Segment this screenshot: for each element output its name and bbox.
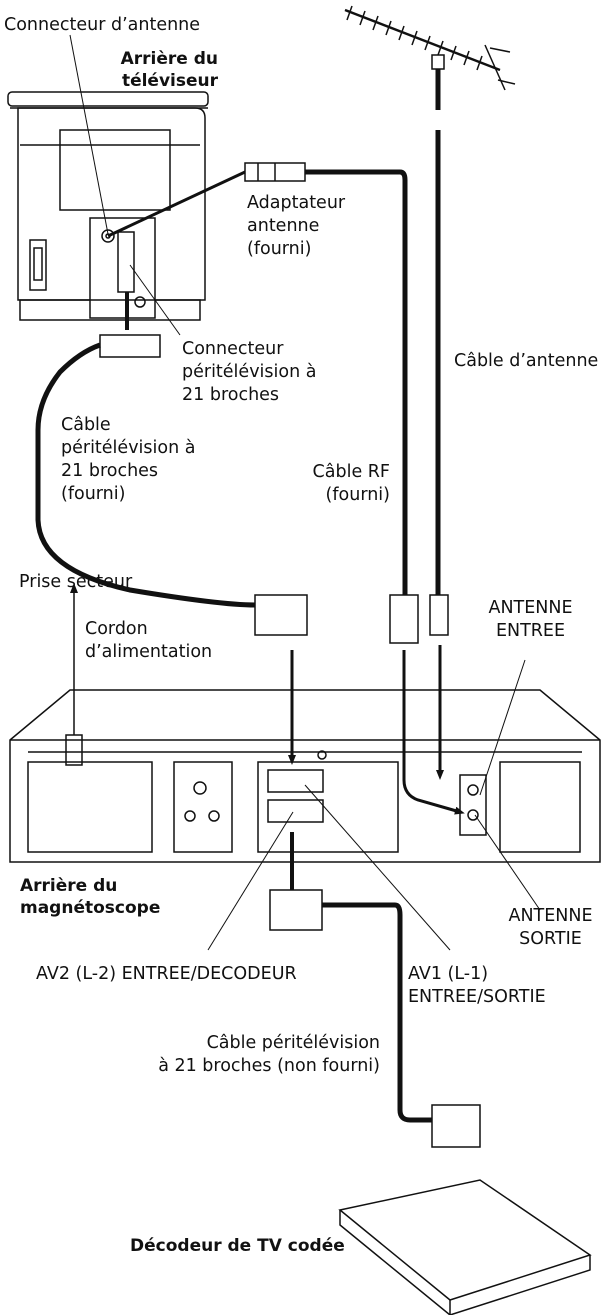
label-av2: AV2 (L-2) ENTREE/DECODEUR xyxy=(36,964,297,984)
label-vcr-rear-1: Arrière du xyxy=(20,876,118,896)
label-av1-2: ENTREE/SORTIE xyxy=(408,987,546,1007)
label-adapter-3: (fourni) xyxy=(247,239,312,259)
tv-rear xyxy=(7,91,209,321)
label-decoder: Décodeur de TV codée xyxy=(130,1236,345,1256)
vcr-rear xyxy=(9,689,601,863)
label-antenna-connector: Connecteur d’antenne xyxy=(4,15,201,35)
label-power-cord-1: Cordon xyxy=(85,619,148,639)
label-vcr-rear-2: magnétoscope xyxy=(20,898,161,918)
label-scart-cable-2: péritélévision à xyxy=(61,438,196,458)
label-adapter-2: antenne xyxy=(247,216,320,236)
label-rf-cable-1: Câble RF xyxy=(312,462,390,482)
label-scart-connector-3: 21 broches xyxy=(182,385,280,405)
label-scart-cable-3: 21 broches xyxy=(61,461,159,481)
label-antenna-out-1: ANTENNE xyxy=(508,906,593,926)
label-scart-connector-2: péritélévision à xyxy=(182,362,317,382)
label-tv-rear-1: Arrière du xyxy=(120,49,218,69)
label-antenna-cable: Câble d’antenne xyxy=(454,351,599,371)
decoder-box xyxy=(338,1179,592,1315)
label-tv-rear-2: téléviseur xyxy=(121,71,218,91)
label-antenna-in-1: ANTENNE xyxy=(488,598,573,618)
roof-antenna xyxy=(344,5,516,595)
label-scart-cable-4: (fourni) xyxy=(61,484,126,504)
label-scart-nf-2: à 21 broches (non fourni) xyxy=(158,1056,380,1076)
label-adapter-1: Adaptateur xyxy=(247,193,346,213)
label-scart-cable-1: Câble xyxy=(61,415,111,435)
label-scart-nf-1: Câble péritélévision xyxy=(206,1033,380,1053)
label-antenna-out-2: SORTIE xyxy=(519,929,582,949)
label-scart-connector-1: Connecteur xyxy=(182,339,284,359)
label-mains: Prise secteur xyxy=(19,572,133,592)
label-antenna-in-2: ENTREE xyxy=(495,621,566,641)
label-rf-cable-2: (fourni) xyxy=(325,485,390,505)
label-power-cord-2: d’alimentation xyxy=(85,642,213,662)
label-av1-1: AV1 (L-1) xyxy=(408,964,489,984)
